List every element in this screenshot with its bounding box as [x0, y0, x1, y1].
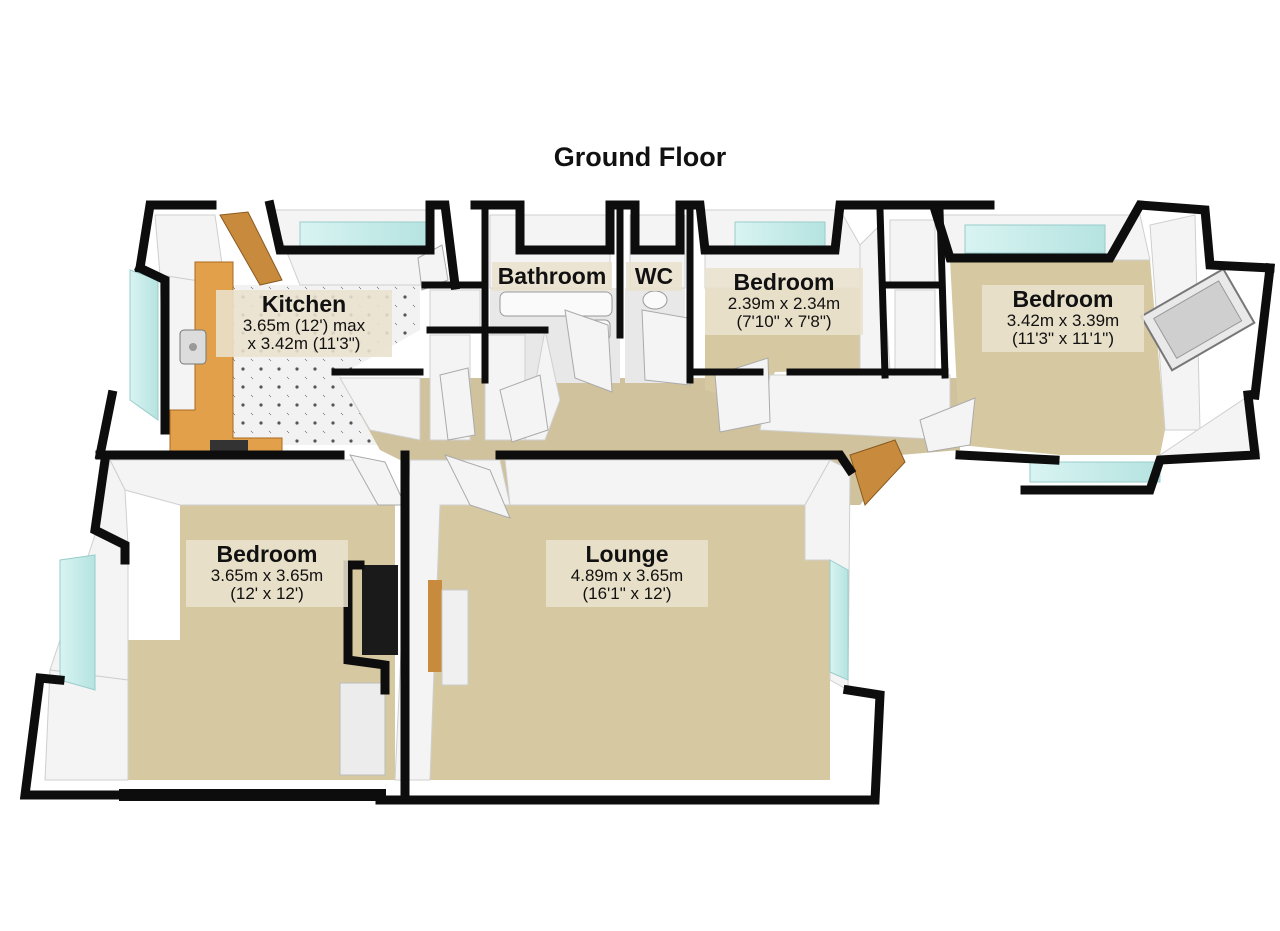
wardrobe: [362, 565, 398, 655]
wall-tops: [19, 199, 1275, 805]
room-dim-imperial: x 3.42m (11'3"): [247, 334, 361, 354]
lounge-hearth: [441, 589, 469, 686]
room-dim-imperial: (12' x 12'): [230, 584, 304, 604]
room-label-bathroom: Bathroom: [492, 262, 612, 291]
door-cupboard-2: [439, 367, 476, 441]
room-name: Bathroom: [497, 263, 607, 289]
door-lounge: [444, 454, 511, 519]
door-bedroom-right: [919, 397, 976, 453]
wardrobe-door: [339, 682, 386, 776]
room-dim-metric: 3.65m (12') max: [242, 315, 366, 335]
lounge-window: [829, 559, 849, 681]
room-name: Kitchen: [261, 291, 347, 317]
plan-title: Ground Floor: [553, 142, 727, 172]
room-dim-imperial: (16'1" x 12'): [582, 584, 672, 604]
room-name: Bedroom: [216, 541, 318, 567]
kitchen-side-window: [129, 269, 159, 421]
room-label-lounge: Lounge 4.89m x 3.65m (16'1" x 12'): [546, 540, 708, 607]
room-label-kitchen: Kitchen 3.65m (12') max x 3.42m (11'3"): [216, 290, 392, 357]
bedroom-right-window: [964, 224, 1106, 254]
wc-toilet: [642, 290, 668, 310]
kitchen-units: [169, 261, 283, 453]
room-dim-metric: 3.65m x 3.65m: [210, 565, 324, 585]
room-name: WC: [634, 263, 674, 289]
room-name: Bedroom: [733, 269, 835, 295]
door-cupboard-3: [499, 374, 549, 443]
door-bedroom-small: [714, 357, 771, 433]
room-label-bedroom-left: Bedroom 3.65m x 3.65m (12' x 12'): [186, 540, 348, 607]
room-label-bedroom-small: Bedroom 2.39m x 2.34m (7'10" x 7'8"): [705, 268, 863, 335]
room-name: Bedroom: [1012, 286, 1114, 312]
kitchen-back-door: [219, 211, 283, 286]
room-dim-metric: 4.89m x 3.65m: [570, 565, 684, 585]
doors: [219, 211, 976, 519]
bed-right: [1139, 267, 1256, 372]
kitchen-wall-top: [134, 200, 217, 274]
room-dim-metric: 2.39m x 2.34m: [727, 293, 841, 313]
room-dim-metric: 3.42m x 3.39m: [1006, 310, 1120, 330]
lounge-shelf: [428, 580, 442, 672]
bottom-window: [1029, 461, 1161, 483]
lounge-floor: [430, 505, 830, 780]
kitchen-hob: [210, 440, 248, 452]
door-wc: [641, 309, 691, 386]
room-name: Lounge: [585, 541, 669, 567]
front-door: [849, 439, 906, 506]
room-dim-imperial: (7'10" x 7'8"): [736, 312, 832, 332]
room-label-bedroom-right: Bedroom 3.42m x 3.39m (11'3" x 11'1"): [982, 285, 1144, 352]
room-dim-imperial: (11'3" x 11'1"): [1011, 329, 1115, 349]
bedroom-left-window: [59, 554, 96, 691]
windows: [59, 221, 1161, 691]
room-label-wc: WC: [626, 262, 682, 291]
bedroom-small-window: [734, 221, 826, 247]
bath-tub: [499, 291, 613, 317]
door-bathroom: [564, 309, 613, 393]
